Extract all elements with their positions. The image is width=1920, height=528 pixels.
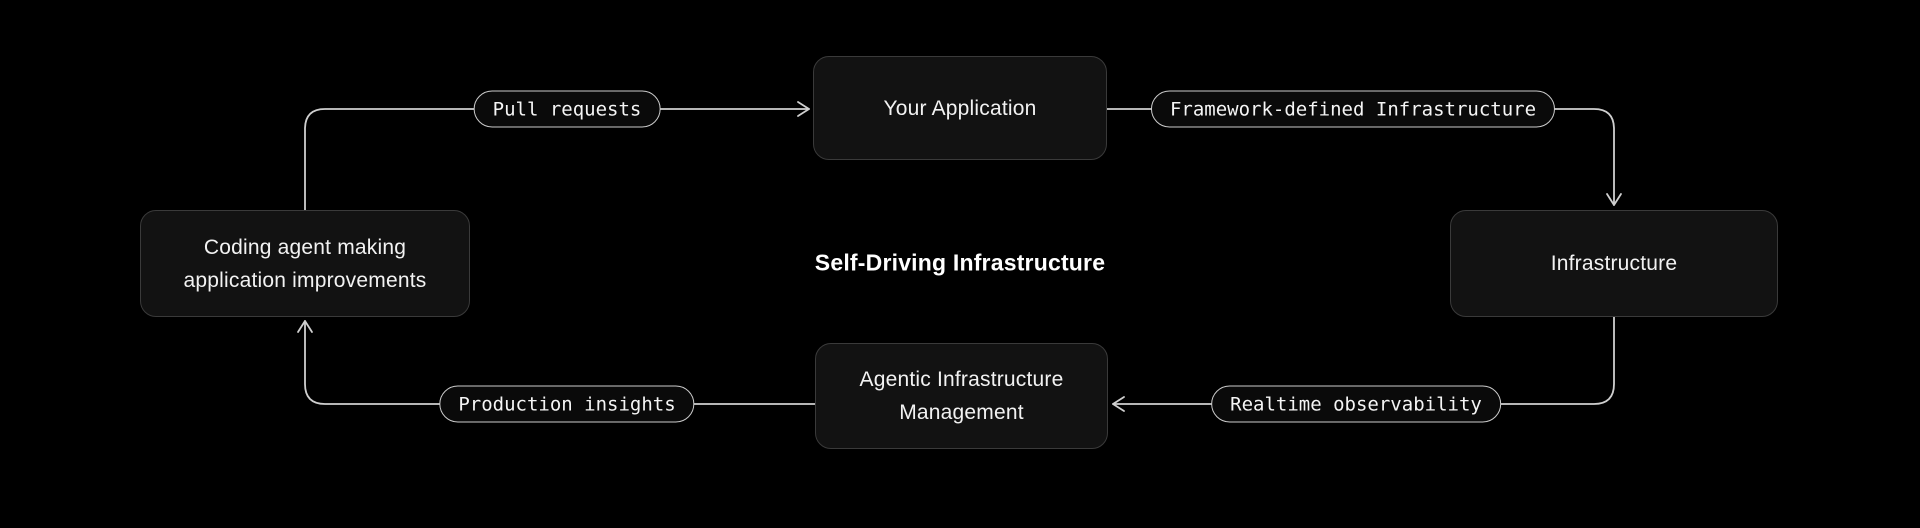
edge-production-insights-line (304, 320, 816, 405)
edge-framework-defined-infrastructure-line (1106, 108, 1615, 206)
edge-realtime-observability-arrowhead (1112, 396, 1125, 412)
edge-label-production-insights-text: Production insights (458, 393, 676, 415)
node-your-application-label: Your Application (883, 96, 1037, 120)
edge-label-realtime-observability: Realtime observability (1211, 385, 1501, 423)
node-agentic-infrastructure-management-label: Agentic Infrastructure Management (859, 368, 1064, 424)
edge-label-realtime-observability-text: Realtime observability (1230, 393, 1482, 415)
node-agentic-infrastructure-management: Agentic Infrastructure Management (815, 343, 1108, 449)
diagram-title: Self-Driving Infrastructure (814, 249, 1106, 276)
edge-label-pull-requests-text: Pull requests (492, 98, 642, 120)
edge-label-pull-requests: Pull requests (473, 90, 661, 128)
edge-framework-defined-infrastructure (1106, 108, 1622, 206)
edge-production-insights (297, 320, 816, 405)
edge-realtime-observability (1112, 316, 1615, 412)
edge-pull-requests (304, 101, 810, 211)
node-infrastructure-label: Infrastructure (1550, 252, 1678, 275)
node-coding-agent-label: Coding agent making application improvem… (183, 235, 427, 292)
node-coding-agent: Coding agent making application improvem… (140, 210, 470, 317)
edge-production-insights-arrowhead (297, 320, 313, 333)
edge-label-framework-defined-infrastructure: Framework-defined Infrastructure (1150, 90, 1556, 128)
edge-framework-defined-infrastructure-arrowhead (1606, 193, 1622, 206)
node-your-application: Your Application (813, 56, 1107, 160)
edge-pull-requests-line (304, 108, 810, 211)
edge-label-framework-defined-infrastructure-text: Framework-defined Infrastructure (1169, 98, 1537, 120)
edge-realtime-observability-line (1112, 316, 1615, 405)
node-infrastructure: Infrastructure (1450, 210, 1778, 317)
edge-pull-requests-arrowhead (797, 101, 810, 117)
edge-label-production-insights: Production insights (439, 385, 695, 423)
